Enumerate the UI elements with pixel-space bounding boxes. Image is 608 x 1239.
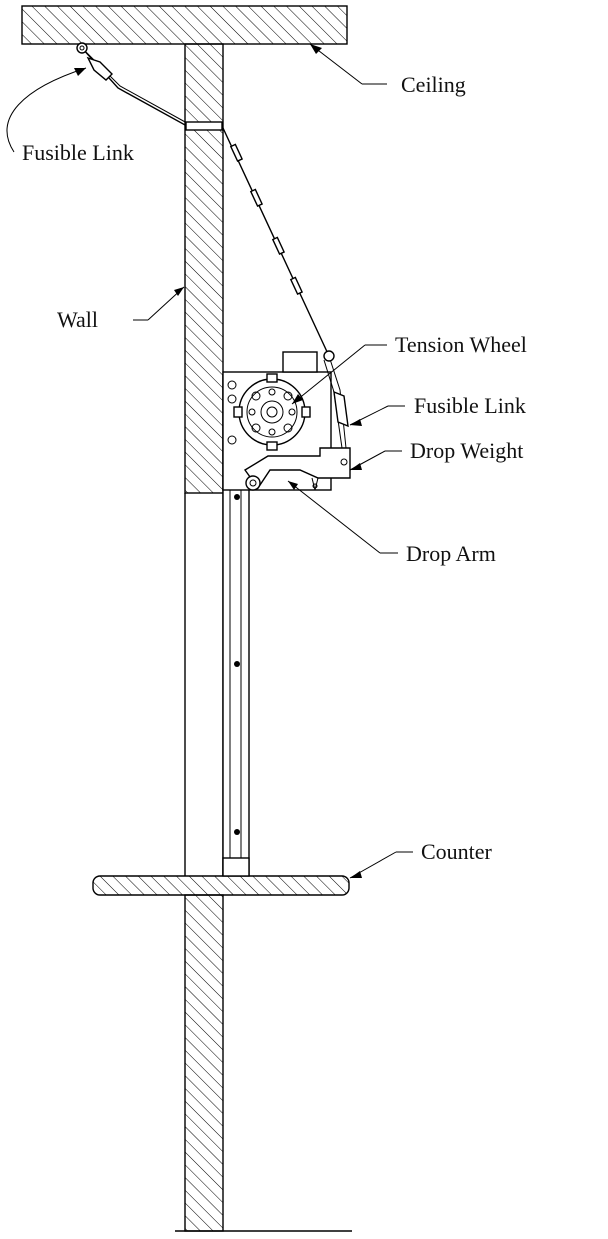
label-tension-wheel: Tension Wheel (395, 332, 527, 357)
leader-wall (133, 286, 185, 321)
label-fusible-link-top: Fusible Link (22, 140, 134, 165)
leader-counter (349, 851, 413, 879)
fusible-link-top (86, 56, 223, 131)
counter (92, 875, 350, 896)
label-drop-weight: Drop Weight (410, 438, 523, 463)
ceiling (21, 5, 348, 45)
label-drop-arm: Drop Arm (406, 541, 496, 566)
drop-arm-assembly (243, 447, 351, 491)
wall-opening (184, 493, 224, 876)
label-counter: Counter (421, 839, 493, 864)
leader-fusible-link-top (6, 67, 87, 153)
label-fusible-link-right: Fusible Link (414, 393, 526, 418)
label-ceiling: Ceiling (401, 72, 466, 97)
fusible-link-right (333, 390, 349, 428)
leader-drop-arm (287, 480, 398, 554)
wall-lower (175, 894, 352, 1232)
leader-ceiling (309, 43, 387, 85)
leader-drop-weight (349, 450, 402, 471)
wall-upper (184, 43, 224, 494)
tension-wheel (233, 373, 311, 451)
leader-tension-wheel (291, 344, 387, 405)
label-wall: Wall (57, 307, 98, 332)
leader-fusible-link-right (349, 405, 405, 426)
